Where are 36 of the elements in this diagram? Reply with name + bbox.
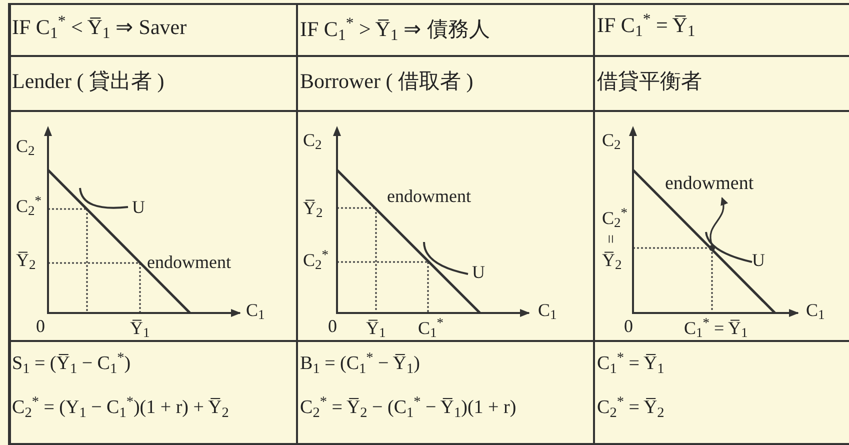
formula-text: C$_{2}$$^{*}$ = Y̅$_{2}$ − (C$_{1}$$^{*}$ − Y̅$_{1}$)(1 + r) [300,396,516,420]
formula-text: B$_{1}$ = (C$_{1}$$^{*}$ − Y̅$_{1}$) [300,352,420,376]
axis-label: C$_{1}$$^{*}$ = Y̅$_{1}$ [684,318,748,338]
cell-text: 借貸平衡者 [597,68,702,94]
point-marker [709,245,715,251]
axis-label: C$_{2}$ [303,130,322,150]
cell-text: IF C$_{1}$$^{*}$ > Y̅$_{1}$ ⇒ 債務人 [300,16,490,42]
axis-label: endowment [387,186,471,206]
axis-label: C$_{1}$ [806,300,825,320]
cell-text: IF C$_{1}$$^{*}$ < Y̅$_{1}$ ⇒ Saver [12,14,187,40]
axis-label: = [602,234,618,244]
axis-label: U [472,262,485,282]
formula-text: C$_{1}$$^{*}$ = Y̅$_{1}$ [597,352,664,376]
axis-label: Y̅$_{2}$ [303,198,323,218]
axis-label: Y̅$_{1}$ [366,318,386,338]
axis-label: 0 [624,316,633,336]
axis-label: C$_{1}$ [246,300,265,320]
axis-label: C$_{1}$ [538,300,557,320]
axis-label: C$_{2}$ [602,130,621,150]
leader-line [710,197,728,246]
formula-text: C$_{2}$$^{*}$ = Y̅$_{2}$ [597,396,664,420]
axis-label: C$_{2}$ [16,136,35,156]
axis-label: Y̅$_{2}$ [16,250,36,270]
cell-text: Lender ( 貸出者 ) [12,68,164,94]
formula-text: S$_{1}$ = (Y̅$_{1}$ − C$_{1}$$^{*}$) [12,352,131,376]
cell-text: IF C$_{1}$$^{*}$ = Y̅$_{1}$ [597,12,696,38]
formula-text: C$_{2}$$^{*}$ = (Y$_{1}$ − C$_{1}$$^{*}$)(1 + r) + Y̅$_{2}$ [12,396,229,420]
endowment-label: endowment [665,172,815,196]
axis-label: U [752,250,765,270]
axis-label: Y̅$_{2}$ [602,250,622,270]
axis-label: U [132,197,145,217]
cell-text: Borrower ( 借取者 ) [300,68,474,94]
axis-label: Y̅$_{1}$ [130,318,150,338]
axis-label: endowment [147,252,231,272]
axis-label: 0 [328,316,337,336]
axis-label: 0 [36,316,45,336]
